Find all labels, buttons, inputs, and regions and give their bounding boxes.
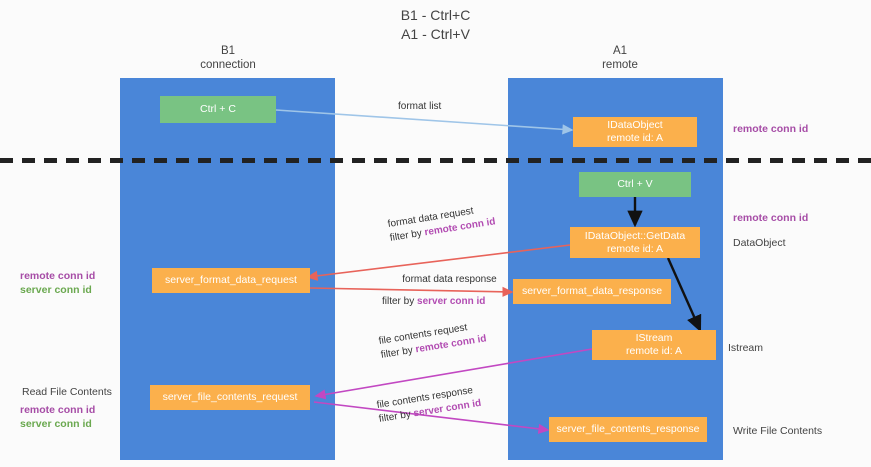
annotation-right-istream: Istream xyxy=(728,342,764,354)
annotation-right-remote-conn-id-top: remote conn id xyxy=(733,123,809,135)
edge-label-format-data-response: format data response filter by server co… xyxy=(382,273,517,309)
node-server-format-data-response-label: server_format_data_response xyxy=(521,285,663,297)
annotation-right-write-file-contents: Write File Contents xyxy=(733,425,823,437)
column-header-b1-name: B1 xyxy=(220,45,236,57)
edge-label-fdres-filter-prefix: filter by xyxy=(382,296,418,307)
column-header-b1-sub: connection xyxy=(200,59,256,71)
title-line-1: B1 - Ctrl+C xyxy=(400,7,471,23)
phase-divider xyxy=(0,158,871,163)
column-header-b1: B1 connection xyxy=(148,44,308,72)
annotation-left-read-file-contents: Read File Contents xyxy=(22,386,112,398)
annotation-left-bottom-remote-conn-id: remote conn id xyxy=(20,404,96,416)
node-idataobject-name: IDataObject xyxy=(607,119,663,131)
node-getdata-name: IDataObject::GetData xyxy=(584,229,686,242)
node-istream-name: IStream xyxy=(635,332,673,344)
node-idataobject-getdata[interactable]: IDataObject::GetData remote id: A xyxy=(570,227,700,258)
node-server-format-data-request[interactable]: server_format_data_request xyxy=(152,268,310,293)
edge-label-file-contents-request: file contents request filter by remote c… xyxy=(378,318,488,362)
node-istream-id: remote id: A xyxy=(625,345,683,357)
edge-label-file-contents-response: file contents response filter by server … xyxy=(376,383,482,427)
edge-label-format-data-response-text: format data response xyxy=(402,274,497,285)
node-idataobject-id: remote id: A xyxy=(606,132,664,144)
node-ctrl-c-label: Ctrl + C xyxy=(200,103,236,115)
node-ctrl-c[interactable]: Ctrl + C xyxy=(160,96,276,123)
column-header-a1-name: A1 xyxy=(612,45,628,57)
node-getdata-id: remote id: A xyxy=(606,242,664,255)
node-server-file-contents-request[interactable]: server_file_contents_request xyxy=(150,385,310,410)
annotation-left-remote-conn-id: remote conn id xyxy=(20,270,96,282)
node-server-format-data-response[interactable]: server_format_data_response xyxy=(513,279,671,304)
column-header-a1: A1 remote xyxy=(540,44,700,72)
edge-label-format-list-text: format list xyxy=(398,101,442,112)
annotation-left-server-conn-id: server conn id xyxy=(20,284,92,296)
edge-label-format-list: format list xyxy=(398,100,441,114)
title-line-2: A1 - Ctrl+V xyxy=(401,26,470,42)
node-server-file-contents-request-label: server_file_contents_request xyxy=(162,391,298,403)
edge-label-fdres-filter-key: server conn id xyxy=(417,296,486,307)
diagram-title: B1 - Ctrl+C A1 - Ctrl+V xyxy=(0,6,871,44)
node-server-file-contents-response-label: server_file_contents_response xyxy=(556,423,700,435)
node-ctrl-v[interactable]: Ctrl + V xyxy=(579,172,691,197)
annotation-left-bottom-server-conn-id: server conn id xyxy=(20,418,92,430)
column-header-a1-sub: remote xyxy=(602,59,638,71)
edge-label-format-data-request: format data request filter by remote con… xyxy=(387,201,497,245)
annotation-right-remote-conn-id-mid: remote conn id xyxy=(733,212,809,224)
node-istream[interactable]: IStream remote id: A xyxy=(592,330,716,360)
annotation-right-dataobject: DataObject xyxy=(733,237,786,249)
node-server-file-contents-response[interactable]: server_file_contents_response xyxy=(549,417,707,442)
node-idataobject[interactable]: IDataObject remote id: A xyxy=(573,117,697,147)
node-server-format-data-request-label: server_format_data_request xyxy=(165,274,297,286)
node-ctrl-v-label: Ctrl + V xyxy=(617,178,653,190)
